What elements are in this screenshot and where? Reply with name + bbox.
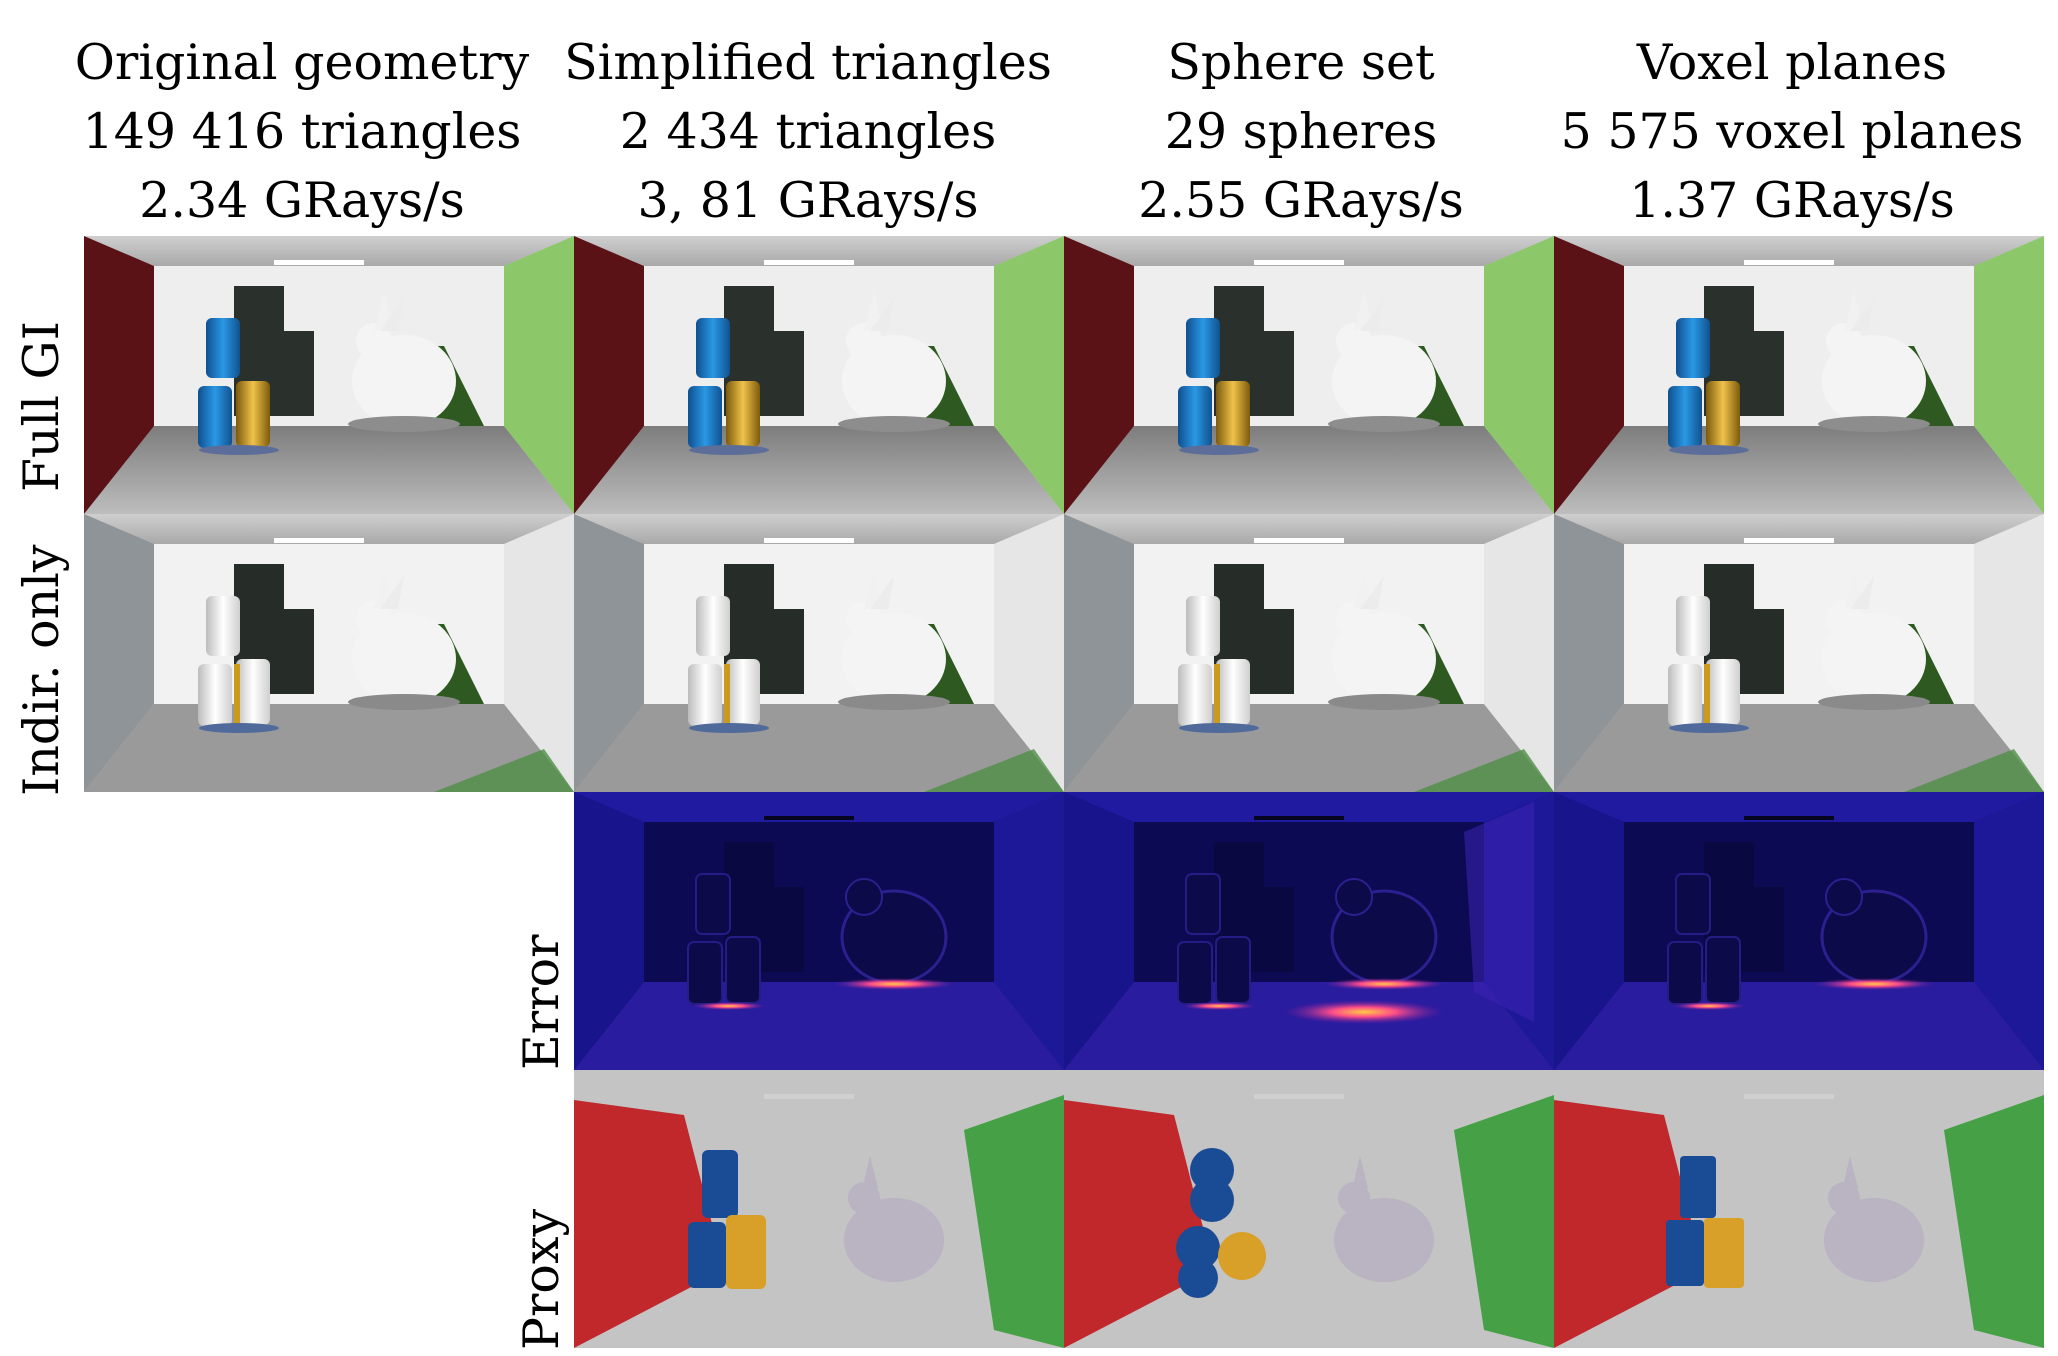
column-title: Sphere set bbox=[1167, 34, 1435, 91]
column-header-spheres: Sphere set 29 spheres 2.55 GRays/s bbox=[1056, 28, 1546, 235]
column-title: Original geometry bbox=[74, 34, 530, 91]
render-indirect-original bbox=[84, 514, 574, 792]
row-label-proxy: Proxy bbox=[513, 1208, 570, 1350]
column-header-simplified: Simplified triangles 2 434 triangles 3, … bbox=[563, 28, 1053, 235]
error-map-voxels bbox=[1554, 792, 2044, 1070]
column-count: 149 416 triangles bbox=[82, 103, 522, 160]
render-indirect-simplified bbox=[574, 514, 1064, 792]
column-header-original: Original geometry 149 416 triangles 2.34… bbox=[57, 28, 547, 235]
row-label-indirect: Indir. only bbox=[13, 544, 70, 796]
render-full-gi-spheres bbox=[1064, 236, 1554, 514]
proxy-spheres bbox=[1064, 1070, 1554, 1348]
column-count: 29 spheres bbox=[1164, 103, 1438, 160]
row-label-full-gi: Full GI bbox=[13, 321, 70, 492]
column-title: Simplified triangles bbox=[564, 34, 1052, 91]
column-speed: 1.37 GRays/s bbox=[1629, 172, 1955, 229]
render-full-gi-simplified bbox=[574, 236, 1064, 514]
column-speed: 3, 81 GRays/s bbox=[637, 172, 979, 229]
render-full-gi-voxels bbox=[1554, 236, 2044, 514]
row-label-error: Error bbox=[513, 934, 570, 1070]
column-speed: 2.55 GRays/s bbox=[1138, 172, 1464, 229]
column-count: 2 434 triangles bbox=[619, 103, 997, 160]
column-count: 5 575 voxel planes bbox=[1560, 103, 2024, 160]
column-speed: 2.34 GRays/s bbox=[139, 172, 465, 229]
render-indirect-voxels bbox=[1554, 514, 2044, 792]
render-full-gi-original bbox=[84, 236, 574, 514]
error-map-simplified bbox=[574, 792, 1064, 1070]
column-title: Voxel planes bbox=[1636, 34, 1948, 91]
proxy-simplified bbox=[574, 1070, 1064, 1348]
column-header-voxels: Voxel planes 5 575 voxel planes 1.37 GRa… bbox=[1547, 28, 2037, 235]
proxy-voxels bbox=[1554, 1070, 2044, 1348]
render-indirect-spheres bbox=[1064, 514, 1554, 792]
error-map-spheres bbox=[1064, 792, 1554, 1070]
